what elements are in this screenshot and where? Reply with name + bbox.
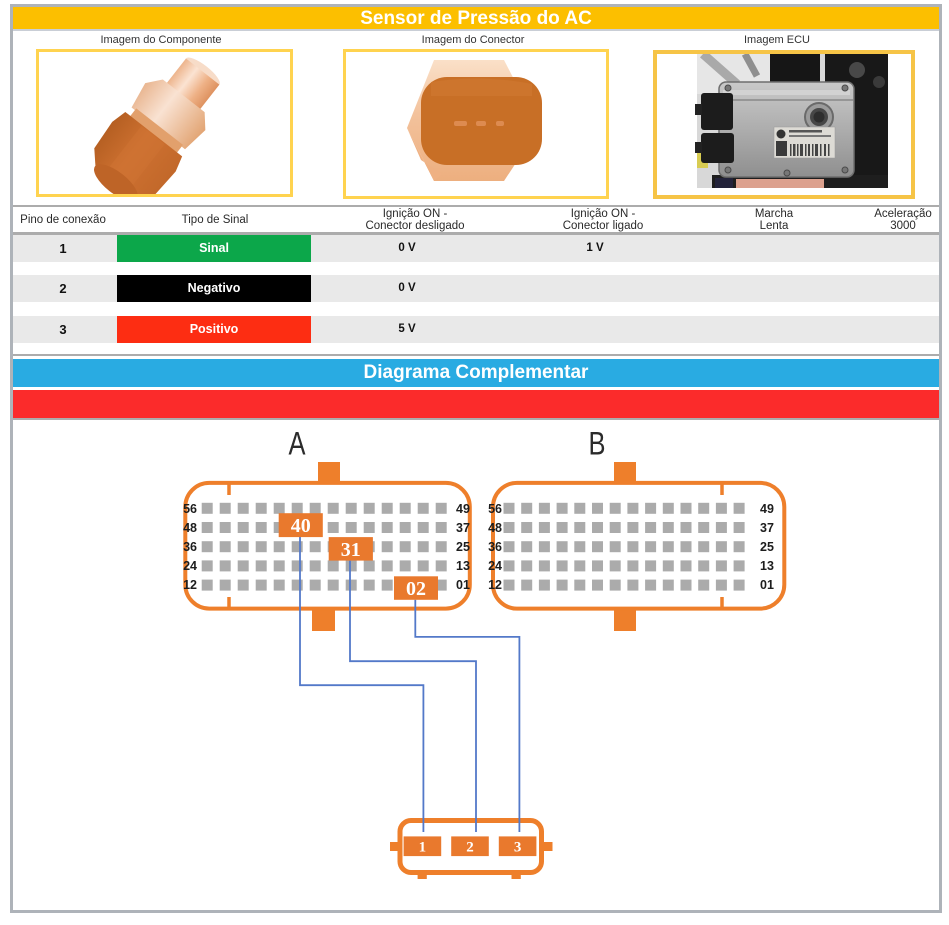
svg-text:25: 25 <box>760 540 774 554</box>
svg-text:3: 3 <box>514 840 522 856</box>
svg-text:49: 49 <box>760 502 774 516</box>
svg-text:36: 36 <box>488 540 502 554</box>
svg-text:12: 12 <box>488 578 502 592</box>
svg-text:B: B <box>589 426 606 462</box>
svg-text:02: 02 <box>406 578 426 600</box>
svg-text:13: 13 <box>760 559 774 573</box>
svg-text:37: 37 <box>456 521 470 535</box>
svg-text:01: 01 <box>760 578 774 592</box>
svg-text:24: 24 <box>183 559 197 573</box>
svg-text:13: 13 <box>456 559 470 573</box>
svg-text:56: 56 <box>183 502 197 516</box>
svg-text:49: 49 <box>456 502 470 516</box>
svg-text:48: 48 <box>183 521 197 535</box>
svg-text:1: 1 <box>419 840 427 856</box>
svg-text:37: 37 <box>760 521 774 535</box>
svg-text:31: 31 <box>341 539 361 561</box>
svg-text:25: 25 <box>456 540 470 554</box>
svg-text:48: 48 <box>488 521 502 535</box>
svg-text:A: A <box>289 426 307 462</box>
svg-text:56: 56 <box>488 502 502 516</box>
svg-text:12: 12 <box>183 578 197 592</box>
svg-text:01: 01 <box>456 578 470 592</box>
svg-text:2: 2 <box>466 840 474 856</box>
svg-text:40: 40 <box>291 515 311 537</box>
svg-text:24: 24 <box>488 559 502 573</box>
svg-text:36: 36 <box>183 540 197 554</box>
